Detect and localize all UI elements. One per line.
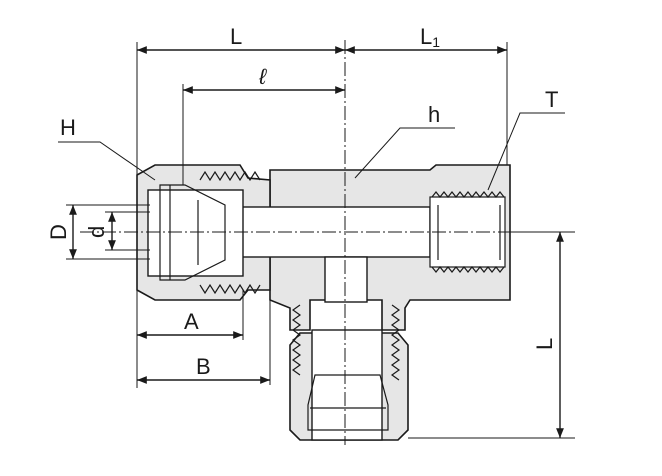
label-h: h [428, 102, 440, 127]
label-T: T [545, 87, 558, 112]
label-ell: ℓ [258, 64, 267, 89]
label-B: B [196, 354, 211, 379]
label-D: D [46, 224, 71, 240]
label-L-top: L [230, 24, 242, 49]
dimension-lines [69, 46, 564, 438]
label-H: H [60, 115, 76, 140]
label-L-side: L [532, 338, 557, 350]
fitting-body [136, 164, 511, 441]
label-d: d [84, 226, 109, 238]
leader-lines [58, 112, 565, 191]
label-L1: L1 [420, 24, 440, 50]
label-A: A [184, 309, 199, 334]
